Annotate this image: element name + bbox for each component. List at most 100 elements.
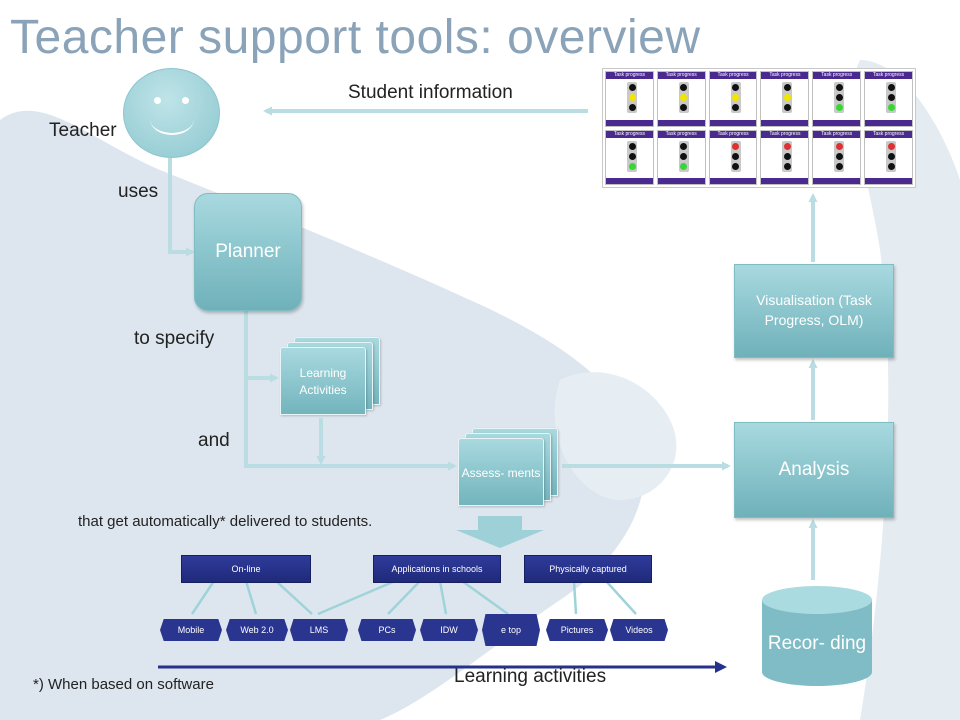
dashboard-panel-header: Task progress [865, 72, 912, 79]
delivery-tree-connectors [190, 579, 637, 616]
label-delivered: that get automatically* delivered to stu… [78, 513, 373, 530]
dashboard-panel-header: Task progress [709, 72, 757, 79]
traffic-light-lamp [732, 142, 740, 150]
arrow-teacher-planner [168, 158, 195, 257]
traffic-light-lamp [783, 152, 791, 160]
dashboard-panel: Task progress [708, 71, 758, 127]
dashboard-panel-footer [761, 119, 809, 126]
traffic-light-icon [627, 82, 637, 113]
traffic-light-lamp [783, 162, 791, 170]
dashboard-panel-header: Task progress [606, 72, 653, 79]
dashboard-panel-footer [606, 178, 653, 184]
dashboard-panel-footer [657, 119, 705, 126]
traffic-light-lamp [835, 84, 843, 91]
dashboard-panel: Task progress [864, 129, 913, 185]
footnote: *) When based on software [33, 676, 214, 693]
traffic-light-icon [834, 82, 845, 113]
traffic-light-icon [886, 140, 897, 172]
analysis-box: Analysis [734, 422, 894, 518]
traffic-light-lamp [732, 162, 740, 170]
dashboard-panel-footer [709, 178, 757, 184]
channel-pcs: PCs [358, 619, 416, 641]
label-learning-activities: Learning activities [454, 666, 607, 687]
channel-idw: IDW [420, 619, 478, 641]
dashboard-panel-footer [813, 178, 861, 184]
traffic-light-lamp [783, 104, 791, 111]
left-eye-icon [154, 97, 161, 104]
traffic-light-lamp [680, 84, 688, 91]
dashboard-panel-header: Task progress [709, 130, 757, 138]
label-student-information: Student information [348, 82, 513, 103]
traffic-light-lamp [783, 94, 791, 101]
dashboard-panel-footer [657, 178, 705, 184]
channel-videos: Videos [610, 619, 668, 641]
page-title: Teacher support tools: overview [10, 11, 701, 64]
dashboard-panel: Task progress [605, 71, 654, 127]
traffic-light-lamp [732, 84, 740, 91]
dashboard-panel-footer [606, 119, 653, 126]
dashboard-panel-footer [865, 178, 912, 184]
traffic-light-icon [678, 82, 689, 113]
traffic-light-icon [782, 140, 793, 172]
traffic-light-lamp [783, 142, 791, 150]
traffic-light-icon [730, 140, 741, 172]
traffic-light-icon [678, 140, 689, 172]
learning-activities-label: Learning Activities [299, 366, 347, 397]
traffic-light-icon [834, 140, 845, 172]
traffic-light-lamp [835, 104, 843, 111]
dashboard-panel-header: Task progress [657, 130, 705, 138]
traffic-light-lamp [835, 152, 843, 160]
traffic-light-lamp [835, 162, 843, 170]
learning-activities-stack: Learning Activities [280, 337, 380, 415]
dashboard-panel-header: Task progress [761, 130, 809, 138]
dashboard-panel-header: Task progress [761, 72, 809, 79]
recording-cylinder [762, 586, 872, 686]
recording-label: Recor- ding [767, 632, 867, 654]
traffic-light-icon [782, 82, 793, 113]
traffic-light-lamp [680, 94, 688, 101]
dashboard-panel-footer [709, 119, 757, 126]
traffic-light-lamp [887, 104, 895, 111]
channel-e-top: e top [482, 614, 540, 646]
channel-pictures: Pictures [546, 619, 608, 641]
dashboard-panel-header: Task progress [657, 72, 705, 79]
delivery-down-arrow [456, 516, 544, 548]
traffic-light-lamp [783, 84, 791, 91]
label-teacher: Teacher [49, 120, 117, 141]
traffic-light-lamp [680, 162, 688, 170]
traffic-light-lamp [628, 142, 636, 150]
traffic-light-lamp [628, 94, 636, 101]
smile-icon [150, 103, 194, 135]
dashboard-panel: Task progress [812, 71, 862, 127]
teacher-smiley-icon [123, 68, 220, 158]
traffic-light-lamp [887, 94, 895, 101]
category-applications-in-schools: Applications in schools [373, 555, 501, 583]
dashboard-panel-footer [865, 119, 912, 126]
channel-web20: Web 2.0 [226, 619, 288, 641]
traffic-light-icon [730, 82, 741, 113]
traffic-light-lamp [680, 142, 688, 150]
traffic-light-lamp [628, 162, 636, 170]
dashboard-panel: Task progress [708, 129, 758, 185]
traffic-light-lamp [628, 104, 636, 111]
category-online: On-line [181, 555, 311, 583]
traffic-light-lamp [732, 104, 740, 111]
traffic-light-lamp [732, 152, 740, 160]
background-blob-right [853, 60, 960, 720]
label-to-specify: to specify [134, 328, 215, 349]
dashboard-panel: Task progress [864, 71, 913, 127]
dashboard-panel: Task progress [656, 129, 706, 185]
traffic-light-icon [886, 82, 897, 113]
traffic-light-lamp [732, 94, 740, 101]
label-and: and [198, 430, 230, 451]
assessments-label: Assess- ments [461, 465, 541, 480]
traffic-light-lamp [887, 142, 895, 150]
dashboard-panel-header: Task progress [865, 130, 912, 138]
category-physically-captured: Physically captured [524, 555, 652, 583]
traffic-light-lamp [680, 104, 688, 111]
dashboard-panel-header: Task progress [813, 72, 861, 79]
traffic-light-lamp [628, 84, 636, 91]
planner-box: Planner [194, 193, 302, 311]
label-uses: uses [118, 181, 159, 202]
